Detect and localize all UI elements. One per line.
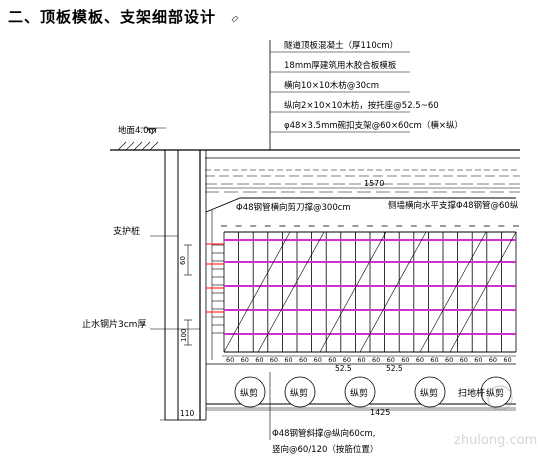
bottom-note-2: 竖向@60/120（按筋位置） [272,444,378,455]
bay-label: 60 [401,356,409,364]
pile-label: 支护桩 [113,225,140,237]
bay-label: 60 [284,356,292,364]
bay-label: 60 [445,356,453,364]
cross-brace [449,231,517,353]
bay-label: 60 [489,356,497,364]
ground-label: 地面4.0m [118,125,157,136]
brace-marker [234,376,266,408]
dim-1425: 1425 [370,408,390,417]
callout-text: 隧道顶板混凝土（厚110cm） [284,40,398,51]
bay-label: 60 [430,356,438,364]
cross-brace [319,231,387,353]
ground-surface [110,149,520,193]
brace-marker-label: 纵剪 [350,387,368,399]
cross-brace [359,231,427,353]
bay-label: 60 [357,356,365,364]
bay-label: 60 [255,356,263,364]
bottom-note-1: Φ48钢管斜撑@纵向60cm, [272,428,375,439]
slab-outline [205,197,516,213]
ground-marker-icon [147,128,157,135]
bay-label: 60 [314,356,322,364]
sweep-rod-label: 扫地杆 [458,387,485,399]
page-title: 二、顶板模板、支架细部设计 [8,8,217,26]
watermark-text: zhulong.com [454,433,537,448]
dim-100-left: 100 [180,329,188,342]
bay-label: 60 [474,356,482,364]
callout-text: 横向10×10木枋@30cm [284,80,379,91]
edit-mark-icon [231,15,239,23]
callout-text: 纵向2×10×10木枋，按托座@52.5~60 [284,100,439,111]
bay-label: 60 [387,356,395,364]
dim-1570: 1570 [364,179,384,188]
left-dimensions [184,244,192,346]
watermark-logo: zhulong.com [454,385,537,448]
dim-60-left: 60 [179,256,187,265]
brace-marker [284,376,316,408]
brace-marker [480,376,512,408]
bay-label: 60 [299,356,307,364]
cross-brace [419,231,487,353]
retaining-pile [164,150,213,421]
brace-marker-label: 纵剪 [240,387,258,399]
bay-label: 60 [328,356,336,364]
wall-tie-marks [212,244,224,334]
callout-text: φ48×3.5mm碗扣支架@60×60cm（横×纵） [284,120,463,131]
dim-110: 110 [180,409,195,418]
cross-brace [257,231,325,353]
callout-text: 18mm厚建筑用木胶合板模板 [284,60,397,71]
cross-brace [223,231,291,353]
dim-525-left: 52.5 [335,364,352,373]
brace-marker-label: 纵剪 [420,387,438,399]
brace-marker [344,376,376,408]
side-brace-label: 侧墙横向水平支撑Φ48钢管@60纵 [388,200,519,211]
bay-label: 60 [416,356,424,364]
bay-dimensions: 60 60 60 60 60 60 60 60 60 60 60 60 60 60 60 60 60 60 60 60 [226,356,512,364]
bay-label: 60 [343,356,351,364]
scaffold-grid [206,225,519,353]
bay-label: 60 [226,356,234,364]
bay-label: 60 [270,356,278,364]
dim-525-right: 52.5 [386,364,403,373]
bay-label: 60 [460,356,468,364]
bay-label: 60 [503,356,511,364]
bay-label: 60 [241,356,249,364]
longitudinal-brace-markers: 纵剪 纵剪 纵剪 纵剪 纵剪 [234,376,512,408]
brace-marker-label: 纵剪 [290,387,308,399]
soil-hatch [117,141,159,151]
bay-label: 60 [372,356,380,364]
brace-marker-label: 纵剪 [486,387,504,399]
waterstop-label: 止水钢片3cm厚 [82,318,146,330]
cross-brace-label: Φ48钢管横向剪刀撑@300cm [236,202,351,213]
brace-marker [414,376,446,408]
